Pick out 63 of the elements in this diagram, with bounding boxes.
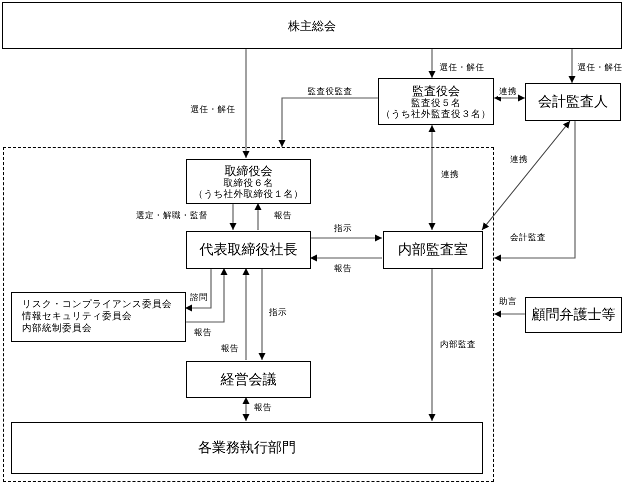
arrow (428, 268, 436, 421)
edge-label: 指示 (333, 224, 353, 234)
arrow (310, 234, 382, 242)
arrow (278, 97, 378, 147)
box-title: 代表取締役社長 (200, 243, 298, 257)
edge-label: 指示 (268, 308, 288, 318)
box-title: 取締役会 (224, 164, 272, 178)
box-title: 顧問弁護士等 (532, 308, 616, 322)
arrow (310, 254, 382, 262)
edge-label: 内部監査 (439, 340, 477, 350)
box-title: 株主総会 (288, 18, 336, 32)
edge-label: 監査役監査 (306, 87, 354, 97)
division-box (11, 422, 483, 474)
committee-name: 内部統制委員会 (22, 323, 92, 335)
edge-label: 連携 (509, 155, 529, 165)
double-arrow (428, 125, 436, 230)
box-title: 監査役会 (412, 84, 460, 98)
edge-label: 報告 (273, 211, 293, 221)
edge-label: 連携 (440, 170, 460, 180)
edge-label: 助言 (498, 297, 518, 307)
arrow (258, 268, 266, 360)
arrow (428, 49, 436, 78)
edge-label: 選定・解職・監督 (135, 211, 209, 221)
box-note: 取締役６名（うち社外取締役１名） (192, 178, 304, 200)
committee-name: リスク・コンプライアンス委員会 (22, 299, 172, 311)
edge-label: 報告 (193, 328, 213, 338)
box-title: 会計監査人 (538, 95, 608, 109)
arrow (185, 268, 228, 323)
edge-label: 選任・解任 (190, 105, 236, 115)
arrow (230, 203, 236, 230)
meeting-box (186, 361, 311, 398)
president-box (186, 231, 311, 269)
arrow (494, 310, 525, 318)
box-note: 監査役５名（うち社外監査役３名） (380, 98, 492, 120)
audit-office-box (383, 231, 483, 269)
board-box (186, 159, 311, 204)
edge-label: 報告 (253, 403, 273, 413)
arrow (568, 49, 576, 83)
arrow (185, 268, 212, 312)
board-box (378, 78, 494, 125)
box-title: 経営会議 (220, 372, 276, 386)
advisor-box (525, 297, 622, 333)
dashed-boundary (3, 147, 494, 482)
committee-box (11, 292, 186, 342)
arrow (494, 121, 576, 262)
auditor-box (525, 83, 621, 121)
double-arrow (242, 397, 250, 421)
meeting-box (2, 2, 622, 49)
edge-label: 選任・解任 (576, 63, 624, 73)
edge-label: 諮問 (189, 293, 209, 303)
edge-label: 報告 (220, 344, 240, 354)
edge-label: 会計監査 (509, 233, 547, 243)
committee-name: 情報セキュリティ委員会 (22, 311, 132, 323)
arrow (242, 268, 250, 360)
box-title: 内部監査室 (398, 243, 468, 257)
double-arrow (494, 94, 525, 102)
arrow (242, 49, 250, 158)
edge-label: 報告 (333, 264, 353, 274)
double-arrow (482, 120, 570, 230)
edge-label: 連携 (498, 87, 518, 97)
edge-label: 選任・解任 (438, 63, 486, 73)
box-title: 各業務執行部門 (198, 441, 296, 455)
arrow (254, 203, 262, 230)
